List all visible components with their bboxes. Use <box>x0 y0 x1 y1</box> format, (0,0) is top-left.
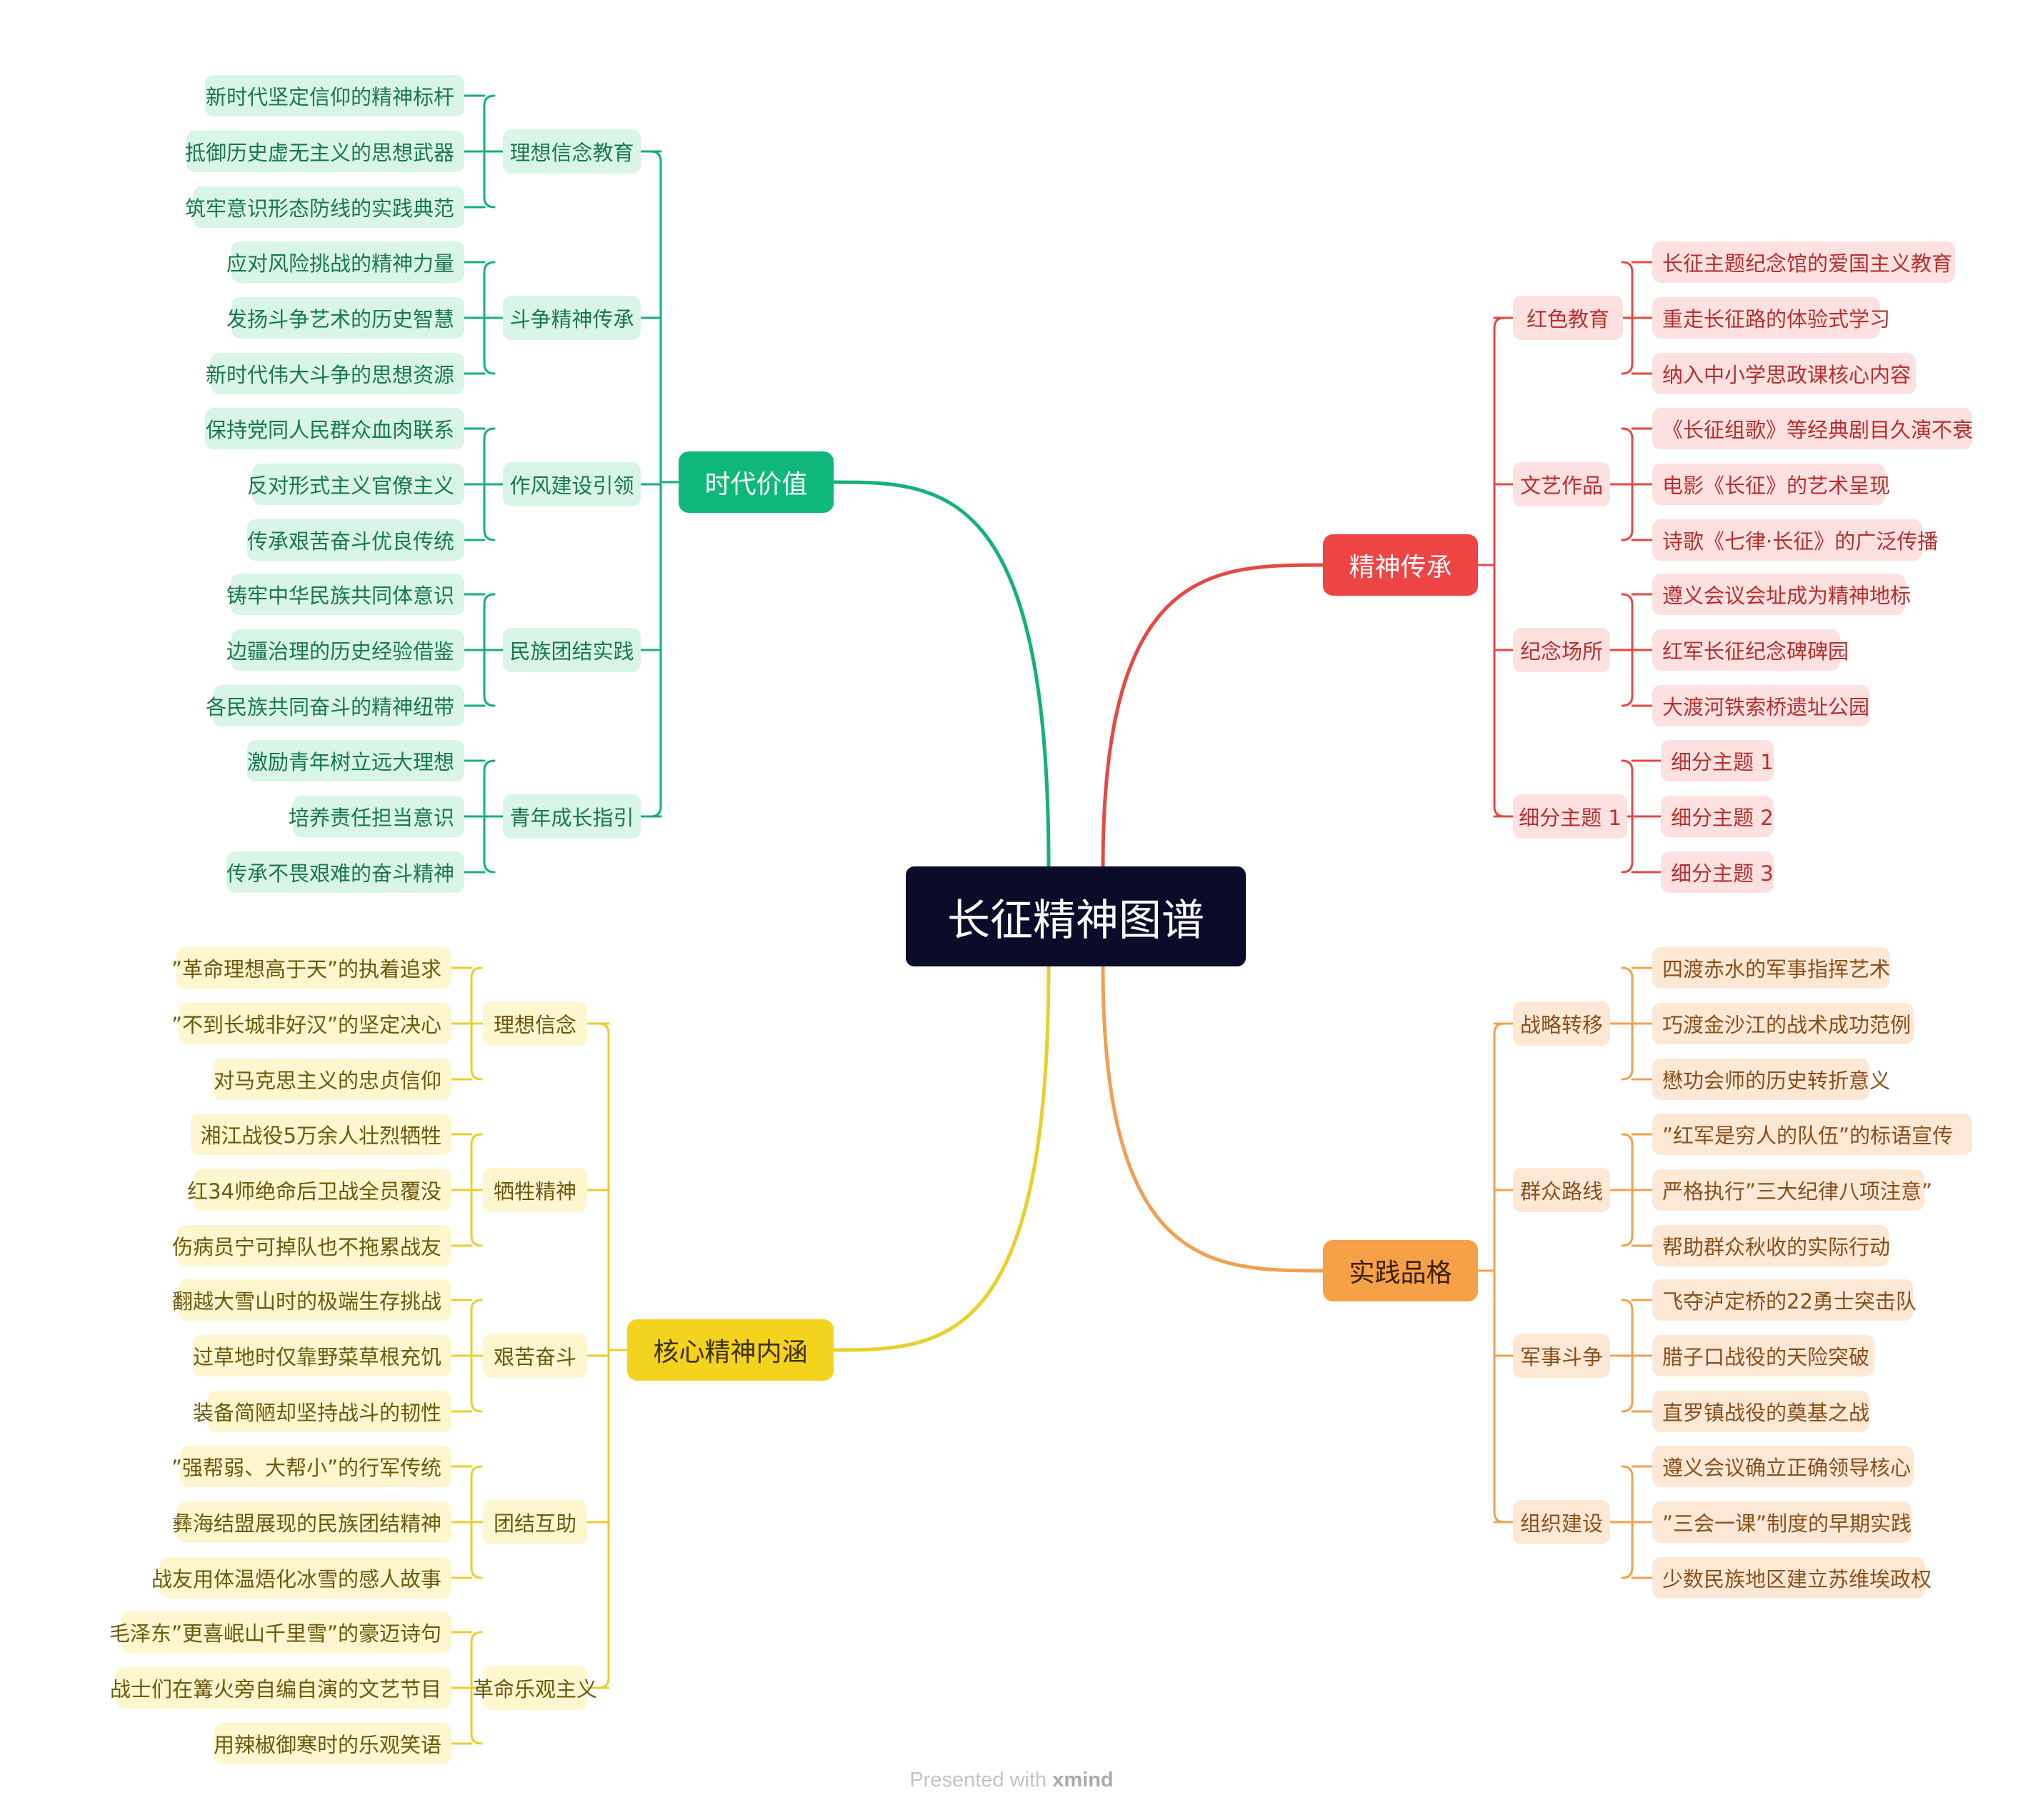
leaf-core-2-2[interactable]: 装备简陋却坚持战斗的韧性 <box>193 1391 451 1432</box>
link-root-time <box>831 480 1051 869</box>
main-topic-practice-character[interactable]: 实践品格 <box>1323 1240 1478 1301</box>
footer-credit: Presented with xmind <box>0 1769 2023 1792</box>
spine-inherit <box>1493 316 1506 818</box>
subtopic-core-4[interactable]: 革命乐观主义 <box>473 1666 597 1710</box>
leaf-practice-3-0[interactable]: 遵义会议确立正确领导核心 <box>1652 1446 1914 1487</box>
leaf-time-1-2[interactable]: 新时代伟大斗争的思想资源 <box>206 353 464 394</box>
subtopic-time-3[interactable]: 民族团结实践 <box>503 628 641 672</box>
subtopic-inherit-3[interactable]: 细分主题 1 <box>1513 794 1627 839</box>
leaf-core-3-0[interactable]: ”强帮弱、大帮小”的行军传统 <box>171 1446 451 1487</box>
link-root-core <box>831 964 1051 1352</box>
subtopic-time-4[interactable]: 青年成长指引 <box>503 794 641 839</box>
leaf-practice-1-0[interactable]: ”红军是穷人的队伍”的标语宣传 <box>1652 1114 1972 1155</box>
leaf-core-1-2[interactable]: 伤病员宁可掉队也不拖累战友 <box>172 1225 451 1266</box>
subtopic-inherit-1[interactable]: 文艺作品 <box>1513 462 1610 506</box>
leaf-inherit-1-0[interactable]: 《长征组歌》等经典剧目久演不衰 <box>1652 408 1973 449</box>
leaf-practice-1-2[interactable]: 帮助群众秋收的实际行动 <box>1652 1225 1890 1266</box>
leaf-core-4-2[interactable]: 用辣椒御寒时的乐观笑语 <box>214 1723 451 1764</box>
subtopic-practice-2[interactable]: 军事斗争 <box>1513 1334 1610 1378</box>
leaf-practice-2-0[interactable]: 飞夺泸定桥的22勇士突击队 <box>1652 1279 1917 1321</box>
leaf-time-3-2[interactable]: 各民族共同奋斗的精神纽带 <box>206 685 464 726</box>
root-topic[interactable]: 长征精神图谱 <box>906 866 1246 966</box>
subtopic-time-0[interactable]: 理想信念教育 <box>503 129 641 174</box>
leaf-inherit-2-0[interactable]: 遵义会议会址成为精神地标 <box>1652 574 1911 615</box>
leaf-inherit-1-2[interactable]: 诗歌《七律·长征》的广泛传播 <box>1652 519 1938 561</box>
leaf-core-4-0[interactable]: 毛泽东”更喜岷山千里雪”的豪迈诗句 <box>109 1611 451 1653</box>
leaf-time-2-2[interactable]: 传承艰苦奋斗优良传统 <box>247 519 464 561</box>
leaf-inherit-2-2[interactable]: 大渡河铁索桥遗址公园 <box>1652 685 1869 726</box>
subtopic-inherit-0[interactable]: 红色教育 <box>1513 296 1623 340</box>
leaf-core-1-1[interactable]: 红34师绝命后卫战全员覆没 <box>187 1169 451 1211</box>
leaf-practice-2-1[interactable]: 腊子口战役的天险突破 <box>1652 1335 1874 1376</box>
subtopic-core-1[interactable]: 牺牲精神 <box>483 1168 587 1212</box>
subtopic-time-2[interactable]: 作风建设引领 <box>503 462 641 506</box>
subtopic-practice-1[interactable]: 群众路线 <box>1513 1168 1610 1212</box>
leaf-core-1-0[interactable]: 湘江战役5万余人壮烈牺牲 <box>191 1114 451 1155</box>
leaf-time-4-1[interactable]: 培养责任担当意识 <box>289 796 464 837</box>
link-root-practice <box>1101 964 1325 1273</box>
leaf-time-1-0[interactable]: 应对风险挑战的精神力量 <box>226 241 464 283</box>
leaf-time-1-1[interactable]: 发扬斗争艺术的历史智慧 <box>226 297 464 339</box>
leaf-core-0-0[interactable]: ”革命理想高于天”的执着追求 <box>171 947 451 989</box>
subtopic-inherit-2[interactable]: 纪念场所 <box>1513 628 1610 672</box>
leaf-time-0-2[interactable]: 筑牢意识形态防线的实践典范 <box>185 186 464 228</box>
leaf-practice-3-1[interactable]: ”三会一课”制度的早期实践 <box>1652 1501 1912 1543</box>
leaf-core-2-1[interactable]: 过草地时仅靠野菜草根充饥 <box>193 1335 451 1376</box>
leaf-practice-3-2[interactable]: 少数民族地区建立苏维埃政权 <box>1652 1557 1932 1599</box>
leaf-time-3-0[interactable]: 铸牢中华民族共同体意识 <box>226 574 464 615</box>
leaf-time-0-1[interactable]: 抵御历史虚无主义的思想武器 <box>185 131 464 172</box>
leaf-time-0-0[interactable]: 新时代坚定信仰的精神标杆 <box>205 75 464 116</box>
main-topic-core-connotation[interactable]: 核心精神内涵 <box>627 1319 834 1381</box>
leaf-inherit-2-1[interactable]: 红军长征纪念碑碑园 <box>1652 629 1849 671</box>
subtopic-practice-0[interactable]: 战略转移 <box>1513 1001 1610 1046</box>
leaf-practice-0-0[interactable]: 四渡赤水的军事指挥艺术 <box>1652 947 1890 989</box>
main-topic-time-value[interactable]: 时代价值 <box>679 451 834 513</box>
leaf-inherit-0-1[interactable]: 重走长征路的体验式学习 <box>1652 297 1890 339</box>
leaf-inherit-1-1[interactable]: 电影《长征》的艺术呈现 <box>1652 464 1890 505</box>
leaf-core-4-1[interactable]: 战士们在篝火旁自编自演的文艺节目 <box>110 1667 451 1709</box>
subtopic-practice-3[interactable]: 组织建设 <box>1513 1500 1610 1544</box>
leaf-core-3-2[interactable]: 战友用体温焐化冰雪的感人故事 <box>151 1557 451 1599</box>
leaf-practice-2-2[interactable]: 直罗镇战役的奠基之战 <box>1652 1391 1869 1432</box>
spine-practice <box>1493 1022 1506 1524</box>
leaf-time-4-0[interactable]: 激励青年树立远大理想 <box>247 740 464 781</box>
leaf-practice-1-1[interactable]: 严格执行”三大纪律八项注意” <box>1652 1169 1932 1211</box>
link-root-inherit <box>1101 563 1325 869</box>
leaf-practice-0-2[interactable]: 懋功会师的历史转折意义 <box>1652 1059 1890 1100</box>
leaf-time-2-0[interactable]: 保持党同人民群众血肉联系 <box>205 408 464 449</box>
leaf-core-0-1[interactable]: ”不到长城非好汉”的坚定决心 <box>171 1003 451 1044</box>
subtopic-time-1[interactable]: 斗争精神传承 <box>503 296 641 340</box>
leaf-inherit-0-2[interactable]: 纳入中小学思政课核心内容 <box>1652 353 1916 394</box>
leaf-time-4-2[interactable]: 传承不畏艰难的奋斗精神 <box>226 851 464 893</box>
footer-prefix: Presented with <box>909 1769 1053 1791</box>
leaf-core-3-1[interactable]: 彝海结盟展现的民族团结精神 <box>172 1501 451 1543</box>
xmind-logo: xmind <box>1052 1769 1114 1791</box>
subtopic-core-3[interactable]: 团结互助 <box>483 1500 587 1544</box>
leaf-core-0-2[interactable]: 对马克思主义的忠贞信仰 <box>213 1059 451 1100</box>
leaf-time-2-1[interactable]: 反对形式主义官僚主义 <box>247 464 464 505</box>
main-topic-spirit-inheritance[interactable]: 精神传承 <box>1323 534 1478 596</box>
leaf-inherit-3-1[interactable]: 细分主题 2 <box>1661 796 1774 837</box>
leaf-practice-0-1[interactable]: 巧渡金沙江的战术成功范例 <box>1652 1003 1914 1044</box>
leaf-inherit-3-2[interactable]: 细分主题 3 <box>1661 851 1774 893</box>
leaf-inherit-3-0[interactable]: 细分主题 1 <box>1661 740 1774 781</box>
leaf-time-3-1[interactable]: 边疆治理的历史经验借鉴 <box>226 629 464 671</box>
leaf-inherit-0-0[interactable]: 长征主题纪念馆的爱国主义教育 <box>1652 241 1955 283</box>
subtopic-core-0[interactable]: 理想信念 <box>483 1001 587 1046</box>
subtopic-core-2[interactable]: 艰苦奋斗 <box>483 1334 587 1378</box>
leaf-core-2-0[interactable]: 翻越大雪山时的极端生存挑战 <box>172 1279 451 1321</box>
